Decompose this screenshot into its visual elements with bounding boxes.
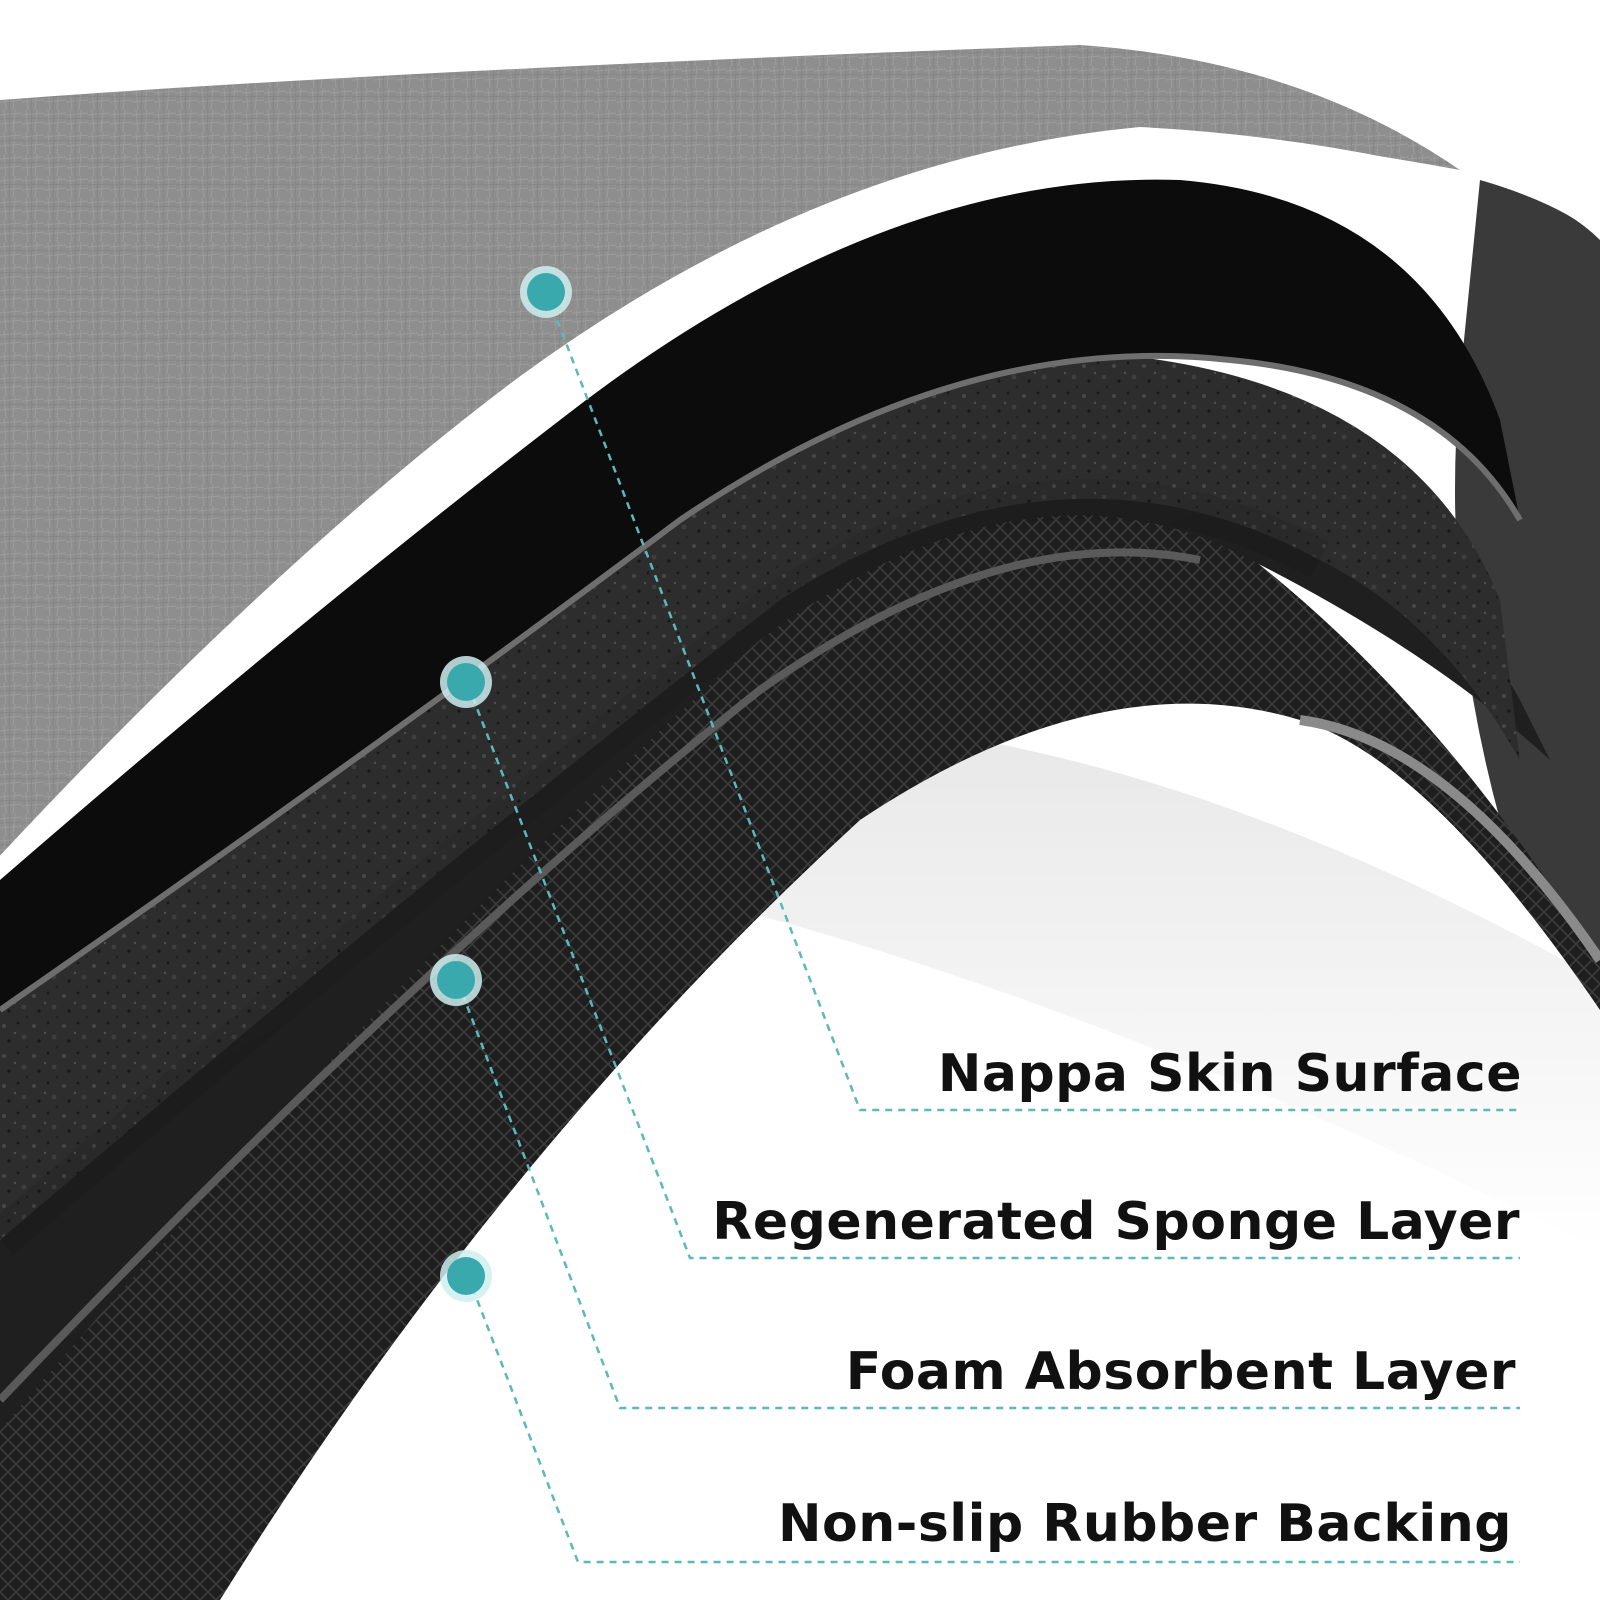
- marker-1-dot: [527, 273, 565, 311]
- leader-3: [456, 981, 1520, 1410]
- linen-surface: [0, 45, 1460, 860]
- label-foam-absorbent-layer: Foam Absorbent Layer: [845, 1342, 1516, 1402]
- label-nappa-skin-surface: Nappa Skin Surface: [937, 1044, 1522, 1104]
- label-regenerated-sponge-layer: Regenerated Sponge Layer: [712, 1192, 1520, 1252]
- marker-2-dot: [447, 663, 485, 701]
- markers: [430, 266, 572, 1302]
- leader-lines: [456, 295, 1520, 1564]
- rubber-band: [0, 484, 1600, 1600]
- marker-4-dot: [447, 1257, 485, 1295]
- black-layer: [0, 179, 1520, 1011]
- marker-3-dot: [437, 961, 475, 999]
- leader-1: [546, 295, 1520, 1112]
- label-non-slip-rubber-backing: Non-slip Rubber Backing: [778, 1494, 1512, 1554]
- leader-2: [466, 684, 1520, 1260]
- back-panel: [1455, 180, 1600, 960]
- surface-edge: [0, 126, 1471, 863]
- floor-shadow: [700, 718, 1600, 1250]
